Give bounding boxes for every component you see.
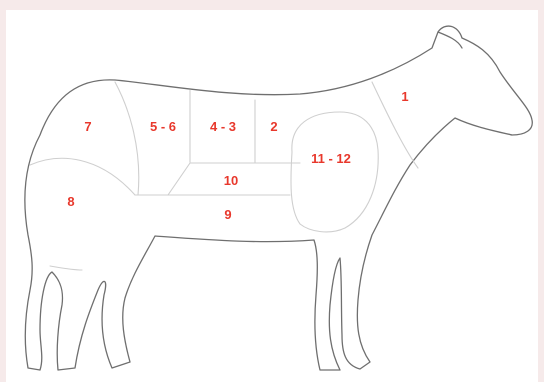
label-cut-8: 8	[67, 194, 74, 209]
cut-line-flank-diag	[168, 163, 190, 195]
label-cut-5-6: 5 - 6	[150, 119, 176, 134]
label-cut-2: 2	[270, 119, 277, 134]
cut-line-rump	[115, 82, 139, 195]
ear-outline	[438, 32, 462, 48]
label-cut-9: 9	[224, 207, 231, 222]
label-cut-4-3: 4 - 3	[210, 119, 236, 134]
lamb-body-outline	[25, 26, 532, 370]
shoulder-outline	[291, 112, 378, 232]
label-cut-7: 7	[84, 119, 91, 134]
cut-line-neck	[372, 82, 418, 168]
label-cut-10: 10	[224, 173, 238, 188]
cut-line-leg-top	[30, 158, 135, 195]
cut-line-leg-back	[50, 266, 82, 270]
label-cut-11-12: 11 - 12	[311, 151, 351, 166]
label-cut-1: 1	[401, 89, 408, 104]
